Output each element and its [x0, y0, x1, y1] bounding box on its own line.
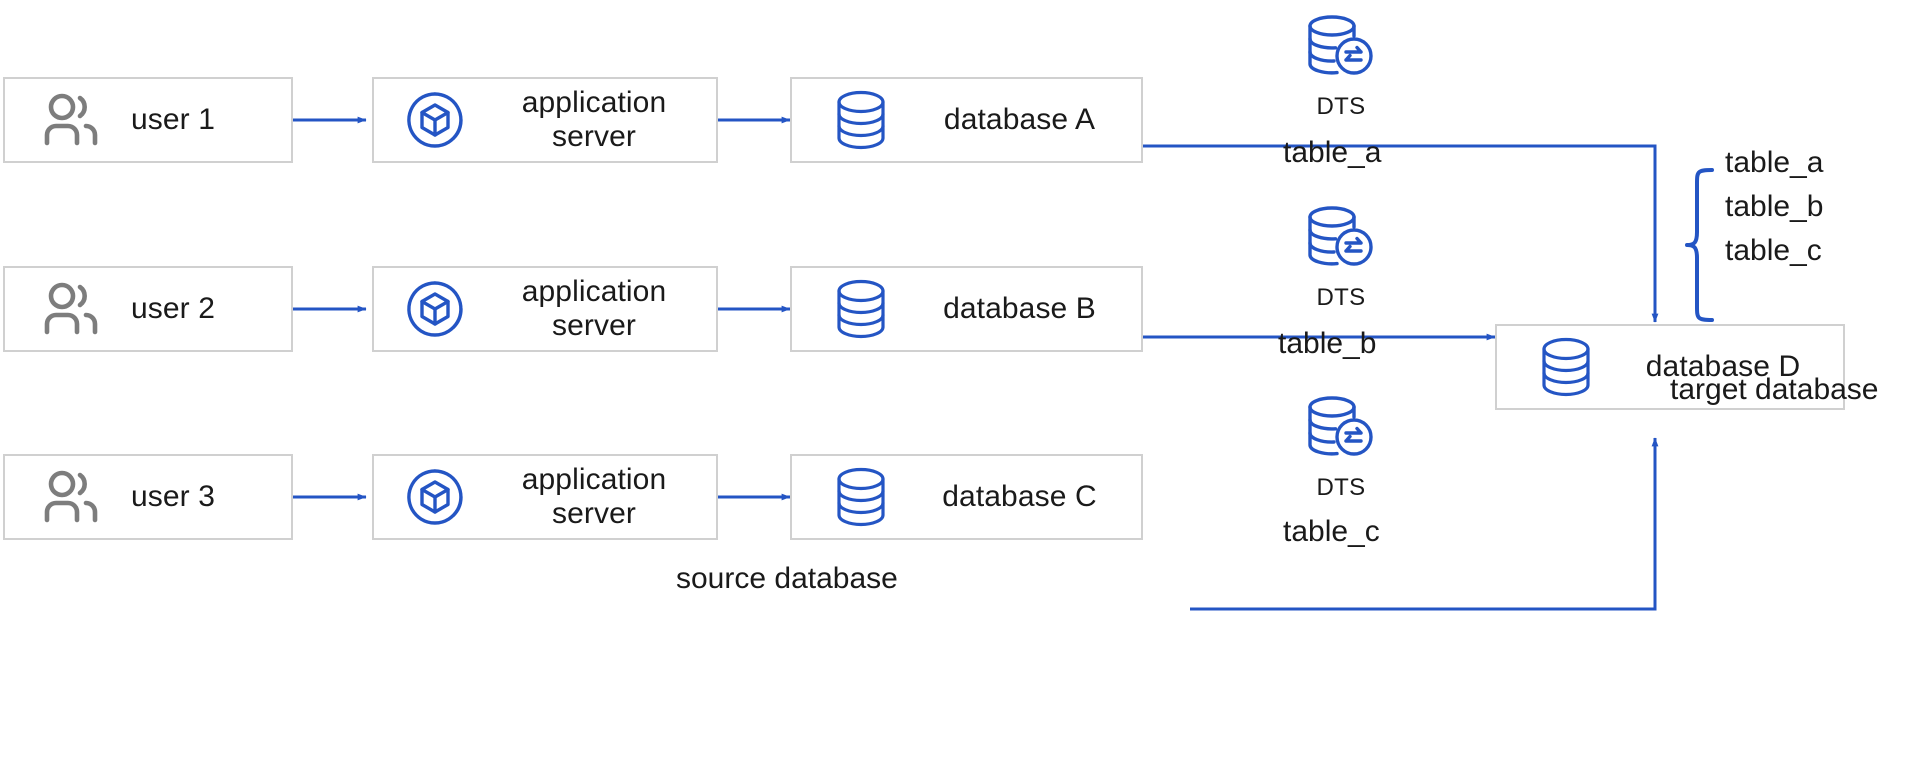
- arrow-dbC-to-dbD: [1190, 437, 1659, 611]
- edge-label-table-a: table_a: [1283, 136, 1382, 169]
- node-database-c[interactable]: database C: [790, 454, 1143, 540]
- node-label: user 3: [131, 480, 215, 514]
- dts-caption: DTS: [1316, 284, 1366, 311]
- dts-group-1: DTS: [1283, 14, 1399, 121]
- database-icon: [1523, 336, 1609, 398]
- edge-label-table-b: table_b: [1278, 327, 1377, 360]
- node-app-server-1[interactable]: application server: [372, 77, 718, 163]
- dts-sync-icon: [1304, 395, 1378, 472]
- node-label: user 1: [131, 103, 215, 137]
- dts-group-3: DTS: [1283, 395, 1399, 502]
- app-server-icon: [392, 91, 478, 149]
- node-user-2[interactable]: user 2: [3, 266, 293, 352]
- node-label: user 2: [131, 292, 215, 326]
- target-database-caption: target database: [1670, 373, 1879, 406]
- node-label: application server: [521, 463, 667, 530]
- node-label: application server: [521, 86, 667, 153]
- node-label: database A: [943, 103, 1096, 137]
- node-label: database D: [1645, 350, 1801, 384]
- dts-sync-icon: [1304, 14, 1378, 91]
- dts-caption: DTS: [1316, 474, 1366, 501]
- node-database-a[interactable]: database A: [790, 77, 1143, 163]
- users-icon: [27, 93, 119, 147]
- table-list-brace: [1685, 168, 1714, 322]
- node-label: application server: [521, 275, 667, 342]
- node-app-server-2[interactable]: application server: [372, 266, 718, 352]
- dts-group-2: DTS: [1283, 205, 1399, 312]
- node-user-1[interactable]: user 1: [3, 77, 293, 163]
- users-icon: [27, 470, 119, 524]
- target-table-list: table_a table_b table_c: [1725, 146, 1824, 268]
- app-server-icon: [392, 280, 478, 338]
- database-icon: [818, 89, 904, 151]
- edge-label-table-c: table_c: [1283, 515, 1380, 548]
- node-database-d[interactable]: database D: [1495, 324, 1845, 410]
- dts-sync-icon: [1304, 205, 1378, 282]
- dts-caption: DTS: [1316, 93, 1366, 120]
- node-label: database C: [942, 480, 1097, 514]
- node-app-server-3[interactable]: application server: [372, 454, 718, 540]
- arrow-dbA-to-dbD: [1143, 144, 1659, 323]
- database-icon: [818, 278, 904, 340]
- node-label: database B: [943, 292, 1096, 326]
- app-server-icon: [392, 468, 478, 526]
- database-icon: [818, 466, 904, 528]
- node-user-3[interactable]: user 3: [3, 454, 293, 540]
- node-database-b[interactable]: database B: [790, 266, 1143, 352]
- source-database-caption: source database: [676, 562, 898, 595]
- users-icon: [27, 282, 119, 336]
